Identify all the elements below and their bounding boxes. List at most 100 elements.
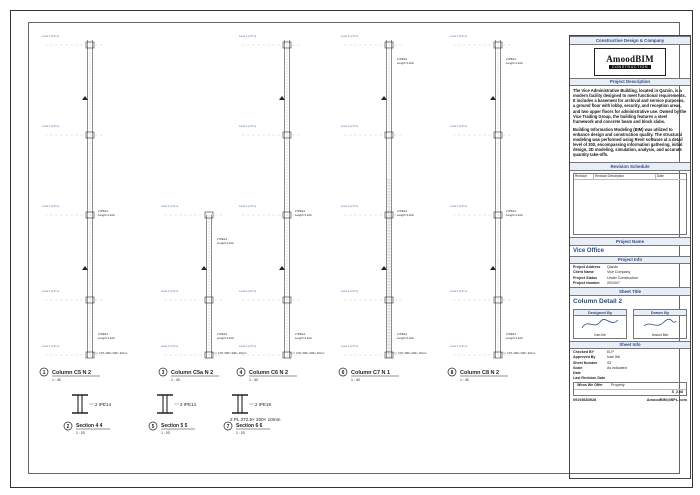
section-marker-icon: [201, 266, 207, 270]
section-profile-label: 2 IPE18: [255, 402, 272, 407]
view-number: 5: [152, 424, 155, 430]
project-name: Vice Office: [573, 247, 604, 254]
view-number: 7: [227, 424, 230, 430]
title-block: Constructive Design & Company AmoodBIM C…: [569, 35, 691, 479]
section-title: Section 4 4: [76, 423, 103, 429]
column-drawings: Level 2 (2.8 m) Level 2 (2.8 m) Level 2 (2…: [39, 34, 536, 435]
ipe-label: 2 IPE14: [397, 209, 407, 213]
view-number: 2: [67, 424, 70, 430]
ipe-label-top: 2 IPE14: [397, 57, 407, 61]
view-number-circle: [39, 367, 49, 377]
length-label: Length 3.12m: [98, 213, 116, 217]
view-number-circle: [158, 367, 168, 377]
level-label: Level 2 (2.8 m): [42, 204, 59, 208]
level-label: Level 2 (2.8 m): [161, 344, 178, 348]
ipe-label-bottom: 2 IPE14: [397, 332, 407, 336]
length-label-bottom: Length 3.12m: [295, 336, 313, 340]
section-profile-label: 2 IPE14: [180, 402, 197, 407]
column-4: Level 2 (2.8 m)Level 2 (2.8 m)Level 2 (2…: [236, 34, 325, 382]
column-3: Level 2 (2.8 m) Level 2 (2.8 m) Level 2 (2…: [158, 204, 247, 382]
ipe-label: 2 IPE14: [506, 209, 516, 213]
ipe-label-top: 2 IPE14: [506, 57, 516, 61]
view-scale: 1 : 40: [249, 378, 258, 382]
ipe-label: 2 IPE14: [295, 209, 305, 213]
level-label: Level 2 (2.8 m): [450, 204, 467, 208]
length-label-bottom: Length 3.12m: [397, 336, 415, 340]
section-marker-icon: [82, 266, 88, 270]
view-title: Column C5 N 2: [52, 370, 91, 376]
view-number: 6: [342, 370, 345, 376]
project-description: The Vice Administrative Building, locate…: [570, 86, 690, 162]
rev-desc-col: Revision Description: [594, 174, 656, 179]
view-scale: 1 : 40: [460, 378, 469, 382]
section-scale: 1 : 20: [76, 431, 85, 435]
level-label: Level 2 (2.8 m): [42, 124, 59, 128]
level-label: Level 2 (2.8 m): [450, 289, 467, 293]
section-2: 2 IPE14 2 Section 4 4 1 : 20: [63, 394, 112, 435]
view-title: Column C7 N 1: [351, 370, 390, 376]
level-label: Level 2 (2.8 m): [42, 344, 59, 348]
signature-icon: [643, 318, 677, 326]
section-marker-icon: [82, 96, 88, 100]
view-number: 4: [240, 370, 243, 376]
view-scale: 1 : 40: [351, 378, 360, 382]
drawn-by-box: Drawn By Amood Bim: [633, 308, 687, 339]
base-plate-label: 2 PL 300× 200× 10mm: [507, 351, 536, 355]
level-label: Level 2 (2.8 m): [341, 289, 358, 293]
column-1: Level 2 (2.8 m) Level 2 (2.8 m) Level 2 (2…: [39, 34, 128, 382]
level-label: Level 2 (2.8 m): [161, 289, 178, 293]
section-profile-label: 2 IPE14: [95, 402, 112, 407]
section-marker-icon: [490, 266, 496, 270]
view-number-circle: [63, 421, 73, 431]
email: AmoodBIM@BPL.com: [646, 397, 687, 402]
section-marker-icon: [279, 266, 285, 270]
ipe-label-bottom: 2 IPE14: [506, 332, 516, 336]
rev-date-col: Date: [657, 174, 664, 178]
sheet-title: Column Detail 2: [573, 297, 623, 305]
level-label: Level 2 (2.8 m): [161, 204, 178, 208]
view-title: Column C8 N 2: [460, 370, 499, 376]
section-scale: 1 : 20: [161, 431, 170, 435]
sheet-number: S_2.08: [671, 389, 683, 394]
revision-header-row: Revision Revision Description Date: [574, 174, 686, 180]
length-label: Length 3.12m: [217, 241, 235, 245]
view-scale: 1 : 40: [171, 378, 180, 382]
section-scale: 1 : 20: [236, 431, 245, 435]
project-info-header: Project Info: [570, 255, 690, 265]
base-plate-label: 2 PL 300× 200× 10mm: [398, 351, 427, 355]
level-label: Level 2 (2.8 m): [341, 34, 358, 38]
logo-name: AmoodBIM: [606, 54, 654, 65]
level-label: Level 2 (2.8 m): [239, 124, 256, 128]
length-label: Length 3.12m: [506, 213, 524, 217]
length-label-bottom: Length 3.12m: [217, 336, 235, 340]
length-label-top: Length 3.12m: [506, 61, 524, 65]
length-label-bottom: Length 3.12m: [506, 336, 524, 340]
view-number: 1: [43, 370, 46, 376]
ipe-label: 2 IPE14: [98, 209, 108, 213]
ipe-label-bottom: 2 IPE14: [217, 332, 227, 336]
section-title: Section 6 6: [236, 423, 263, 429]
view-number-circle: [223, 421, 233, 431]
length-label: Length 3.12m: [295, 213, 313, 217]
drawing-sheet-border: [10, 10, 693, 488]
logo-sub: CONSTRUCTION: [608, 65, 652, 70]
base-plate-label: 2 PL 300× 200× 10mm: [218, 351, 247, 355]
level-label: Level 2 (2.8 m): [239, 344, 256, 348]
view-scale: 1 : 40: [52, 378, 61, 382]
level-label: Level 2 (2.8 m): [450, 344, 467, 348]
signature-icon: [581, 318, 619, 328]
level-label: Level 2 (2.8 m): [450, 124, 467, 128]
length-label-top: Length 3.12m: [397, 61, 415, 65]
sheet-info-row: Last Revision Date: [573, 376, 606, 381]
base-plate-label: 2 PL 300× 200× 10mm: [296, 351, 325, 355]
sheet-info-row: Date: [573, 371, 581, 375]
designer-badges: Designed By Ivan Ihb Drawn By Amood Bim: [570, 307, 690, 341]
